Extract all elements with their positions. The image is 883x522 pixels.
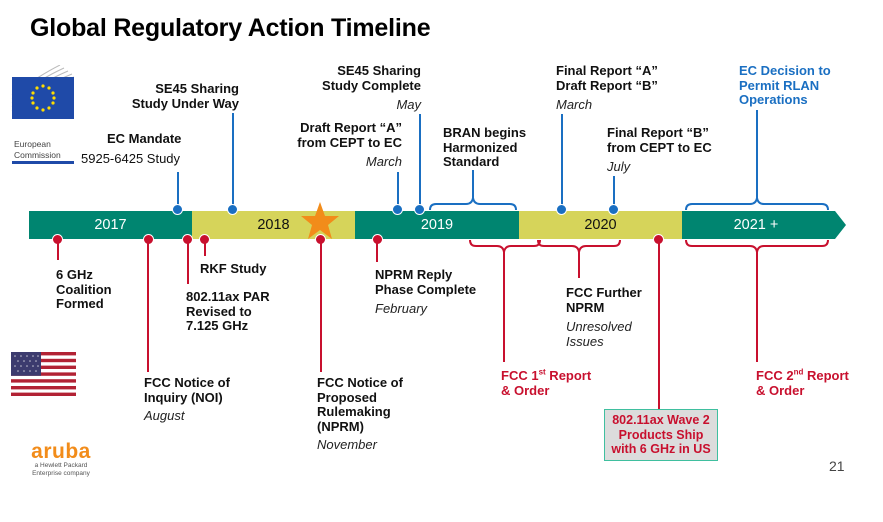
us-bracket xyxy=(685,239,829,258)
page-number: 21 xyxy=(829,458,845,474)
us-connector xyxy=(147,242,149,372)
eu-marker xyxy=(227,204,238,215)
timeline-segment-2021: 2021 + xyxy=(682,211,830,239)
us-event-fcc-nprm-date: November xyxy=(317,437,377,452)
us-connector xyxy=(376,242,378,262)
eu-connector xyxy=(177,172,179,205)
page-title: Global Regulatory Action Timeline xyxy=(30,14,431,42)
us-event-nprm-reply: NPRM Reply Phase Complete xyxy=(375,267,477,297)
eu-logo-text-1: European xyxy=(14,139,51,149)
eu-event-se45-complete: SE45 Sharing Study Complete xyxy=(322,63,421,93)
us-connector xyxy=(503,252,505,362)
eu-logo-text-2: Commission xyxy=(14,150,61,160)
eu-event-bran: BRAN begins Harmonized Standard xyxy=(443,125,527,169)
us-connector xyxy=(187,242,189,284)
eu-commission-logo: European Commission xyxy=(10,64,76,170)
eu-marker xyxy=(392,204,403,215)
eu-event-ec-mandate-detail: 5925-6425 Study xyxy=(81,151,181,166)
eu-event-draft-report-a: Draft Report “A” from CEPT to EC xyxy=(297,120,402,150)
star-icon xyxy=(301,202,339,239)
eu-connector xyxy=(419,114,421,205)
us-connector xyxy=(320,242,322,372)
eu-event-ec-mandate-title: EC Mandate xyxy=(107,131,182,146)
us-event-wave2-ship-box: 802.11ax Wave 2 Products Ship with 6 GHz… xyxy=(604,409,718,461)
us-connector xyxy=(756,252,758,362)
eu-bracket xyxy=(685,110,829,211)
us-event-fcc-2nd-report: FCC 2nd Report & Order xyxy=(756,367,849,398)
us-event-fcc-1st-report: FCC 1st Report & Order xyxy=(501,367,592,398)
timeline-arrow-head xyxy=(829,211,846,239)
eu-marker xyxy=(172,204,183,215)
timeline-segment-2019: 2019 xyxy=(355,211,519,239)
us-event-fcc-further-nprm: FCC Further NPRM xyxy=(566,285,642,315)
eu-connector xyxy=(613,176,615,205)
us-connector xyxy=(658,242,660,410)
aruba-logo-tagline-2: Enterprise company xyxy=(32,470,90,477)
eu-event-draft-report-a-date: March xyxy=(365,154,402,169)
us-event-nprm-reply-date: February xyxy=(375,301,428,316)
us-event-fcc-further-nprm-detail: Unresolved Issues xyxy=(566,319,632,349)
eu-event-final-report-b-date: July xyxy=(607,159,631,174)
eu-event-final-report-a: Final Report “A” Draft Report “B” xyxy=(556,63,658,93)
us-event-rkf-study: RKF Study xyxy=(200,261,267,276)
us-event-6ghz-coalition: 6 GHz Coalition Formed xyxy=(56,267,112,311)
eu-connector xyxy=(397,172,399,205)
eu-bracket xyxy=(429,170,517,211)
eu-flag-icon xyxy=(11,64,75,164)
eu-connector xyxy=(232,113,234,205)
us-bracket xyxy=(537,239,621,258)
aruba-logo-tagline-1: a Hewlett Packard xyxy=(34,462,88,469)
us-event-fcc-noi-date: August xyxy=(144,408,185,423)
eu-event-final-report-a-date: March xyxy=(556,97,593,112)
eu-connector xyxy=(561,114,563,205)
us-event-fcc-nprm: FCC Notice of Proposed Rulemaking (NPRM) xyxy=(317,375,403,434)
us-event-fcc-noi: FCC Notice of Inquiry (NOI) xyxy=(144,375,230,405)
us-connector xyxy=(578,252,580,278)
aruba-logo: aruba a Hewlett Packard Enterprise compa… xyxy=(26,440,96,478)
timeline-segment-2017: 2017 xyxy=(29,211,192,239)
aruba-logo-name: aruba xyxy=(31,440,91,463)
us-connector xyxy=(204,242,206,256)
eu-marker xyxy=(414,204,425,215)
eu-marker xyxy=(556,204,567,215)
us-bracket xyxy=(469,239,541,258)
us-event-80211ax-par: 802.11ax PAR Revised to 7.125 GHz xyxy=(186,289,270,333)
eu-event-se45-underway: SE45 Sharing Study Under Way xyxy=(131,81,239,111)
eu-event-ec-decision: EC Decision to Permit RLAN Operations xyxy=(739,63,831,107)
eu-marker xyxy=(608,204,619,215)
us-connector xyxy=(57,242,59,260)
eu-event-se45-complete-date: May xyxy=(396,97,421,112)
us-flag-icon xyxy=(11,352,76,396)
eu-event-final-report-b: Final Report “B” from CEPT to EC xyxy=(607,125,712,155)
